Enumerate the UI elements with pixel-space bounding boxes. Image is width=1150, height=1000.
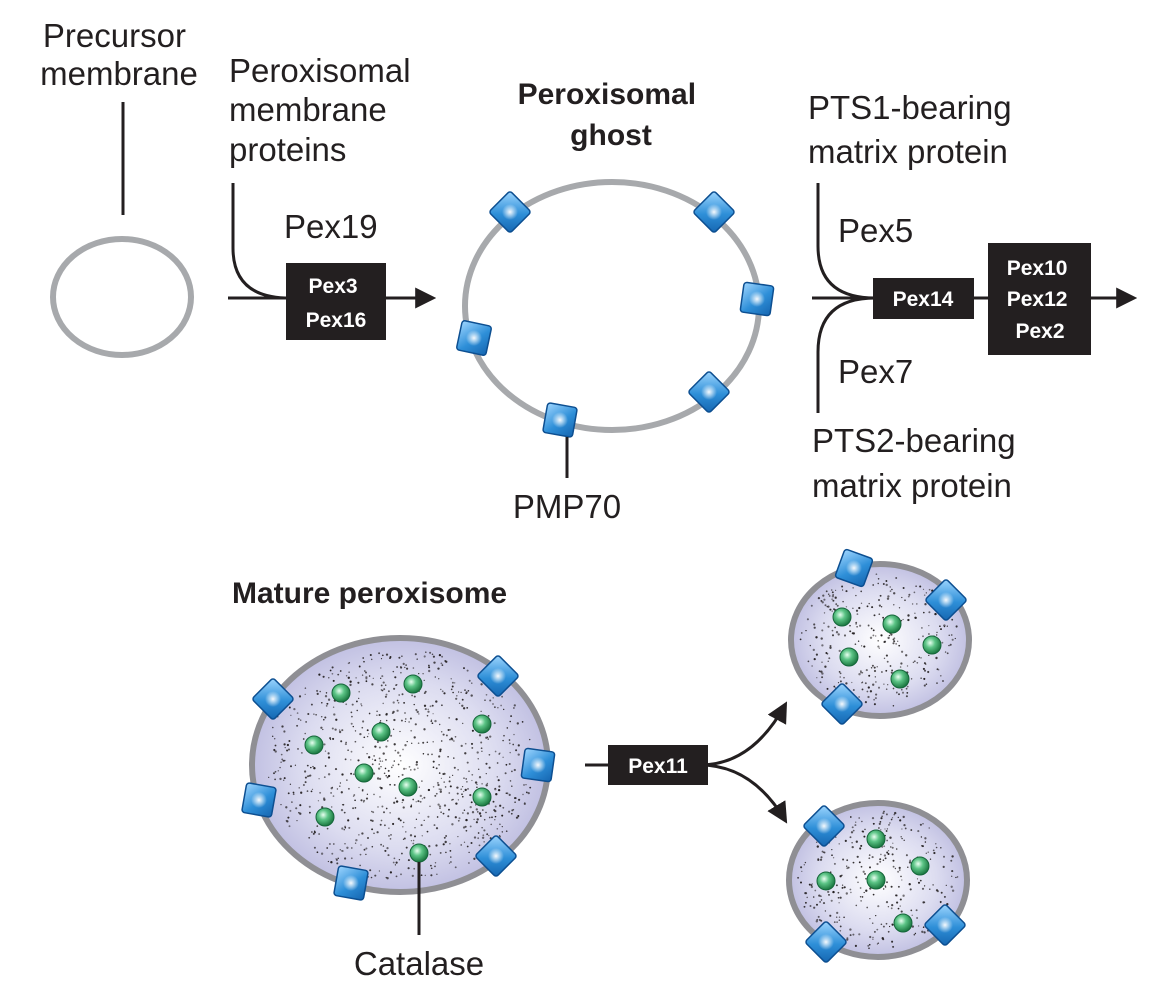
catalase-particle-icon [403,674,423,694]
pex3-label: Pex3 [309,275,358,298]
pex14-box [873,278,974,319]
catalase-particle-icon [816,871,836,891]
pex12-label: Pex12 [1007,288,1068,311]
catalase-particle-icon [922,635,942,655]
catalase-label: Catalase [354,945,484,982]
pex3-pex16-box [286,263,386,340]
matrix-stipple [268,651,535,880]
pex7-label: Pex7 [838,353,913,390]
pts1-label-line2: matrix protein [808,133,1008,170]
pts2-label-line1: PTS2-bearing [812,422,1016,459]
catalase-particle-icon [354,763,374,783]
catalase-particle-icon [893,913,913,933]
pts2-label-line2: matrix protein [812,467,1012,504]
division-arrow-upper [699,701,788,767]
catalase-particle-icon [890,669,910,689]
pmp-label-line1: Peroxisomal [229,52,411,89]
pex10-group-label: Pex10 Pex12 Pex2 [1007,257,1074,343]
catalase-particle-icon [331,683,351,703]
pex2-label: Pex2 [1015,320,1064,343]
catalase-particle-icon [409,843,429,863]
membrane-protein-icon [739,281,775,317]
pts1-protein-label: PTS1-bearing matrix protein [808,89,1021,170]
membrane-protein-icon [332,864,370,902]
pex11-label: Pex11 [628,755,688,778]
ghost-label-line1: Peroxisomal [518,78,696,111]
pts1-label-line1: PTS1-bearing [808,89,1012,126]
catalase-particle-icon [839,647,859,667]
pex5-label: Pex5 [838,212,913,249]
catalase-particle-icon [882,614,902,634]
catalase-particle-icon [315,807,335,827]
peroxisomal-membrane-proteins-label: Peroxisomal membrane proteins [229,52,420,168]
peroxisomal-ghost-label: Peroxisomal ghost [518,78,705,152]
division-arrow-lower [699,763,788,824]
pex16-label: Pex16 [306,309,367,332]
pex19-label: Pex19 [284,208,378,245]
pex14-label: Pex14 [893,288,954,311]
precursor-membrane-label-line2: membrane [40,55,198,92]
pex3-pex16-box-label: Pex3 Pex16 [306,275,367,332]
mature-peroxisome-label: Mature peroxisome [232,577,507,610]
catalase-particle-icon [866,870,886,890]
pex10-pex12-pex2-box [988,243,1091,355]
pmp-label-line2: membrane [229,91,387,128]
catalase-particle-icon [832,607,852,627]
membrane-protein-icon [240,781,278,819]
membrane-protein-icon [455,319,493,357]
catalase-particle-icon [910,856,930,876]
pex10-label: Pex10 [1007,257,1068,280]
pex11-box [608,745,708,785]
ghost-label-line2: ghost [570,119,652,152]
catalase-particle-icon [866,829,886,849]
membrane-protein-icon [520,747,556,783]
catalase-particle-icon [472,787,492,807]
precursor-membrane-vesicle [50,236,194,358]
pmp70-icon [541,401,579,439]
catalase-particle-icon [398,777,418,797]
pts2-protein-label: PTS2-bearing matrix protein [812,422,1025,504]
pex19-curve [231,183,286,300]
pmp70-label: PMP70 [513,488,621,525]
pmp-label-line3: proteins [229,131,346,168]
catalase-particle-icon [371,722,391,742]
catalase-particle-icon [304,735,324,755]
catalase-particle-icon [472,714,492,734]
precursor-membrane-label-line1: Precursor [43,17,186,54]
precursor-membrane-label: Precursor membrane [40,17,198,92]
